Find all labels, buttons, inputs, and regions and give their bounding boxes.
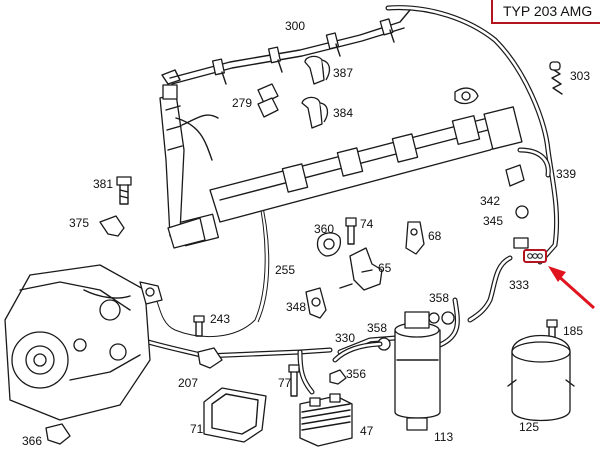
label-358-lower: 358 — [367, 321, 387, 335]
part-labels: 300 303 387 279 384 339 381 342 345 375 … — [22, 19, 590, 448]
label-125: 125 — [519, 420, 539, 434]
bolt-243 — [193, 315, 205, 337]
label-339: 339 — [556, 167, 576, 181]
spring-303 — [549, 61, 563, 95]
clip-348 — [305, 287, 327, 319]
clamp-387 — [304, 55, 331, 85]
sensor-68 — [405, 221, 425, 255]
label-77: 77 — [278, 376, 292, 390]
injector — [159, 84, 213, 249]
label-366: 366 — [22, 434, 42, 448]
label-381: 381 — [93, 177, 113, 191]
label-387: 387 — [333, 66, 353, 80]
clamp-384 — [301, 96, 329, 129]
label-330: 330 — [335, 331, 355, 345]
label-243: 243 — [210, 312, 230, 326]
oil-cooler-47 — [299, 393, 353, 447]
high-pressure-pump — [4, 264, 163, 421]
label-300: 300 — [285, 19, 305, 33]
label-384: 384 — [333, 106, 353, 120]
heat-shield-125 — [507, 334, 575, 422]
pointer-arrow — [548, 266, 596, 310]
label-356: 356 — [346, 367, 366, 381]
label-74: 74 — [360, 217, 374, 231]
connector-highlight-base — [513, 237, 529, 249]
washer-345 — [515, 205, 529, 219]
label-348: 348 — [286, 300, 306, 314]
bolt-74 — [345, 217, 357, 245]
clamp-279 — [257, 83, 279, 118]
label-65: 65 — [378, 261, 392, 275]
label-113: 113 — [434, 430, 453, 444]
label-207: 207 — [178, 376, 198, 390]
label-68: 68 — [428, 229, 442, 243]
model-title-box: TYP 203 AMG — [491, 0, 600, 24]
label-255: 255 — [275, 263, 295, 277]
label-185: 185 — [563, 324, 583, 338]
fitting-339 — [454, 87, 479, 105]
highlighted-seal — [523, 249, 547, 263]
fuel-filter-113 — [394, 311, 441, 431]
label-345: 345 — [483, 214, 503, 228]
clip-366 — [45, 423, 71, 445]
label-333: 333 — [509, 278, 529, 292]
fitting-left — [161, 69, 219, 126]
label-358-upper: 358 — [429, 291, 449, 305]
label-360: 360 — [314, 222, 334, 236]
label-303: 303 — [570, 69, 590, 83]
label-279: 279 — [232, 96, 252, 110]
model-title: TYP 203 AMG — [503, 3, 593, 19]
clip-360 — [316, 232, 342, 257]
nut-356 — [329, 369, 347, 385]
clip-207 — [197, 347, 223, 369]
bracket-65 — [339, 247, 383, 291]
injector-line-300 — [169, 9, 411, 85]
return-line-255 — [149, 194, 266, 338]
label-47: 47 — [360, 424, 374, 438]
bolt-77 — [288, 364, 300, 397]
label-342: 342 — [480, 194, 500, 208]
label-71: 71 — [190, 422, 204, 436]
bracket-375 — [99, 215, 125, 237]
label-375: 375 — [69, 216, 89, 230]
clamp-358-upper — [441, 311, 455, 325]
banjo-342 — [505, 164, 525, 187]
bolt-381 — [116, 176, 132, 205]
gasket-71 — [203, 387, 267, 443]
